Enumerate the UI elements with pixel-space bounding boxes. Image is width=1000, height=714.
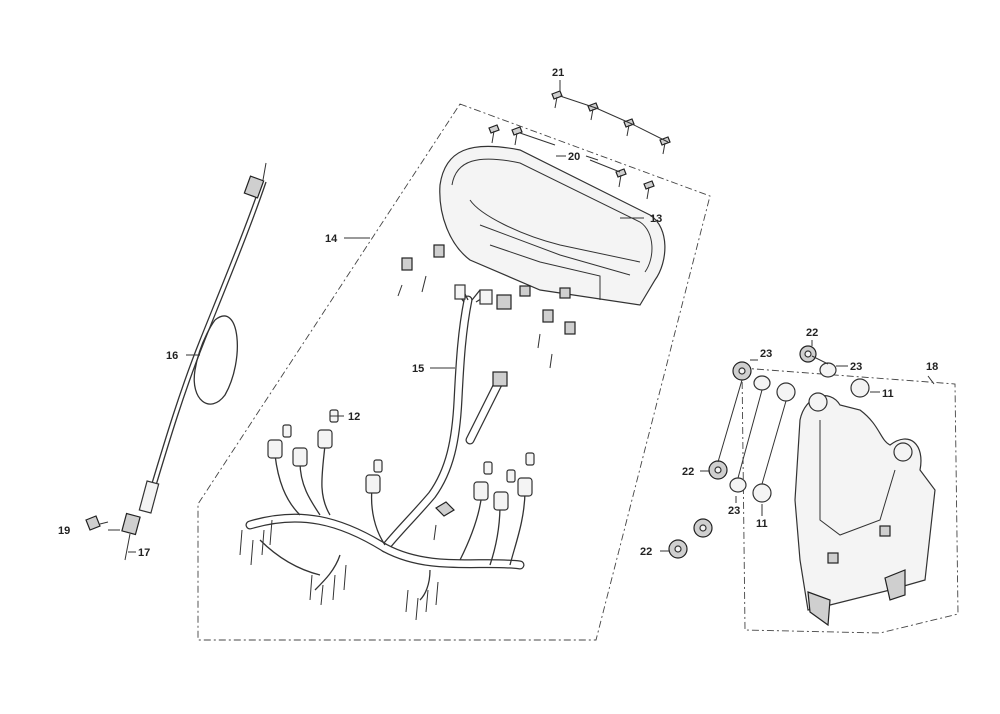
- callout-19: 19: [58, 525, 70, 537]
- callout-16: 16: [166, 350, 178, 362]
- callout-22-top: 22: [806, 327, 818, 339]
- callout-23-top: 23: [760, 348, 772, 360]
- callout-18: 18: [926, 361, 938, 373]
- callout-15: 15: [412, 363, 424, 375]
- bulb-socket-icon: [267, 409, 535, 517]
- callout-22-bottom: 22: [640, 546, 652, 558]
- screw-icon: [239, 519, 439, 621]
- callout-21: 21: [552, 67, 564, 79]
- screw-icon: [85, 515, 109, 531]
- callout-14: 14: [325, 233, 338, 245]
- callout-22-mid: 22: [682, 466, 694, 478]
- screw-icon: [397, 244, 576, 369]
- group-outline-14: [197, 103, 711, 641]
- mounting-bracket-icon: [794, 392, 936, 627]
- group-outline-18: [741, 367, 959, 634]
- washer-icon: [729, 362, 870, 503]
- callout-11-right: 11: [882, 388, 894, 400]
- callout-12: 12: [348, 411, 360, 423]
- callout-17: 17: [138, 547, 150, 559]
- callout-20: 20: [568, 151, 580, 163]
- callout-23-right: 23: [850, 361, 862, 373]
- callout-23-mid: 23: [728, 505, 740, 517]
- callout-11-mid: 11: [756, 518, 768, 530]
- wire-harness-icon: [245, 284, 526, 601]
- screw-icon: [551, 90, 671, 155]
- leader-lines: [108, 155, 935, 553]
- instrument-cluster-icon: [439, 145, 666, 306]
- screw-icon: [488, 124, 655, 200]
- rubber-grommet-icon: [668, 345, 817, 559]
- speedometer-cable-icon: [121, 162, 267, 561]
- callout-13: 13: [650, 213, 662, 225]
